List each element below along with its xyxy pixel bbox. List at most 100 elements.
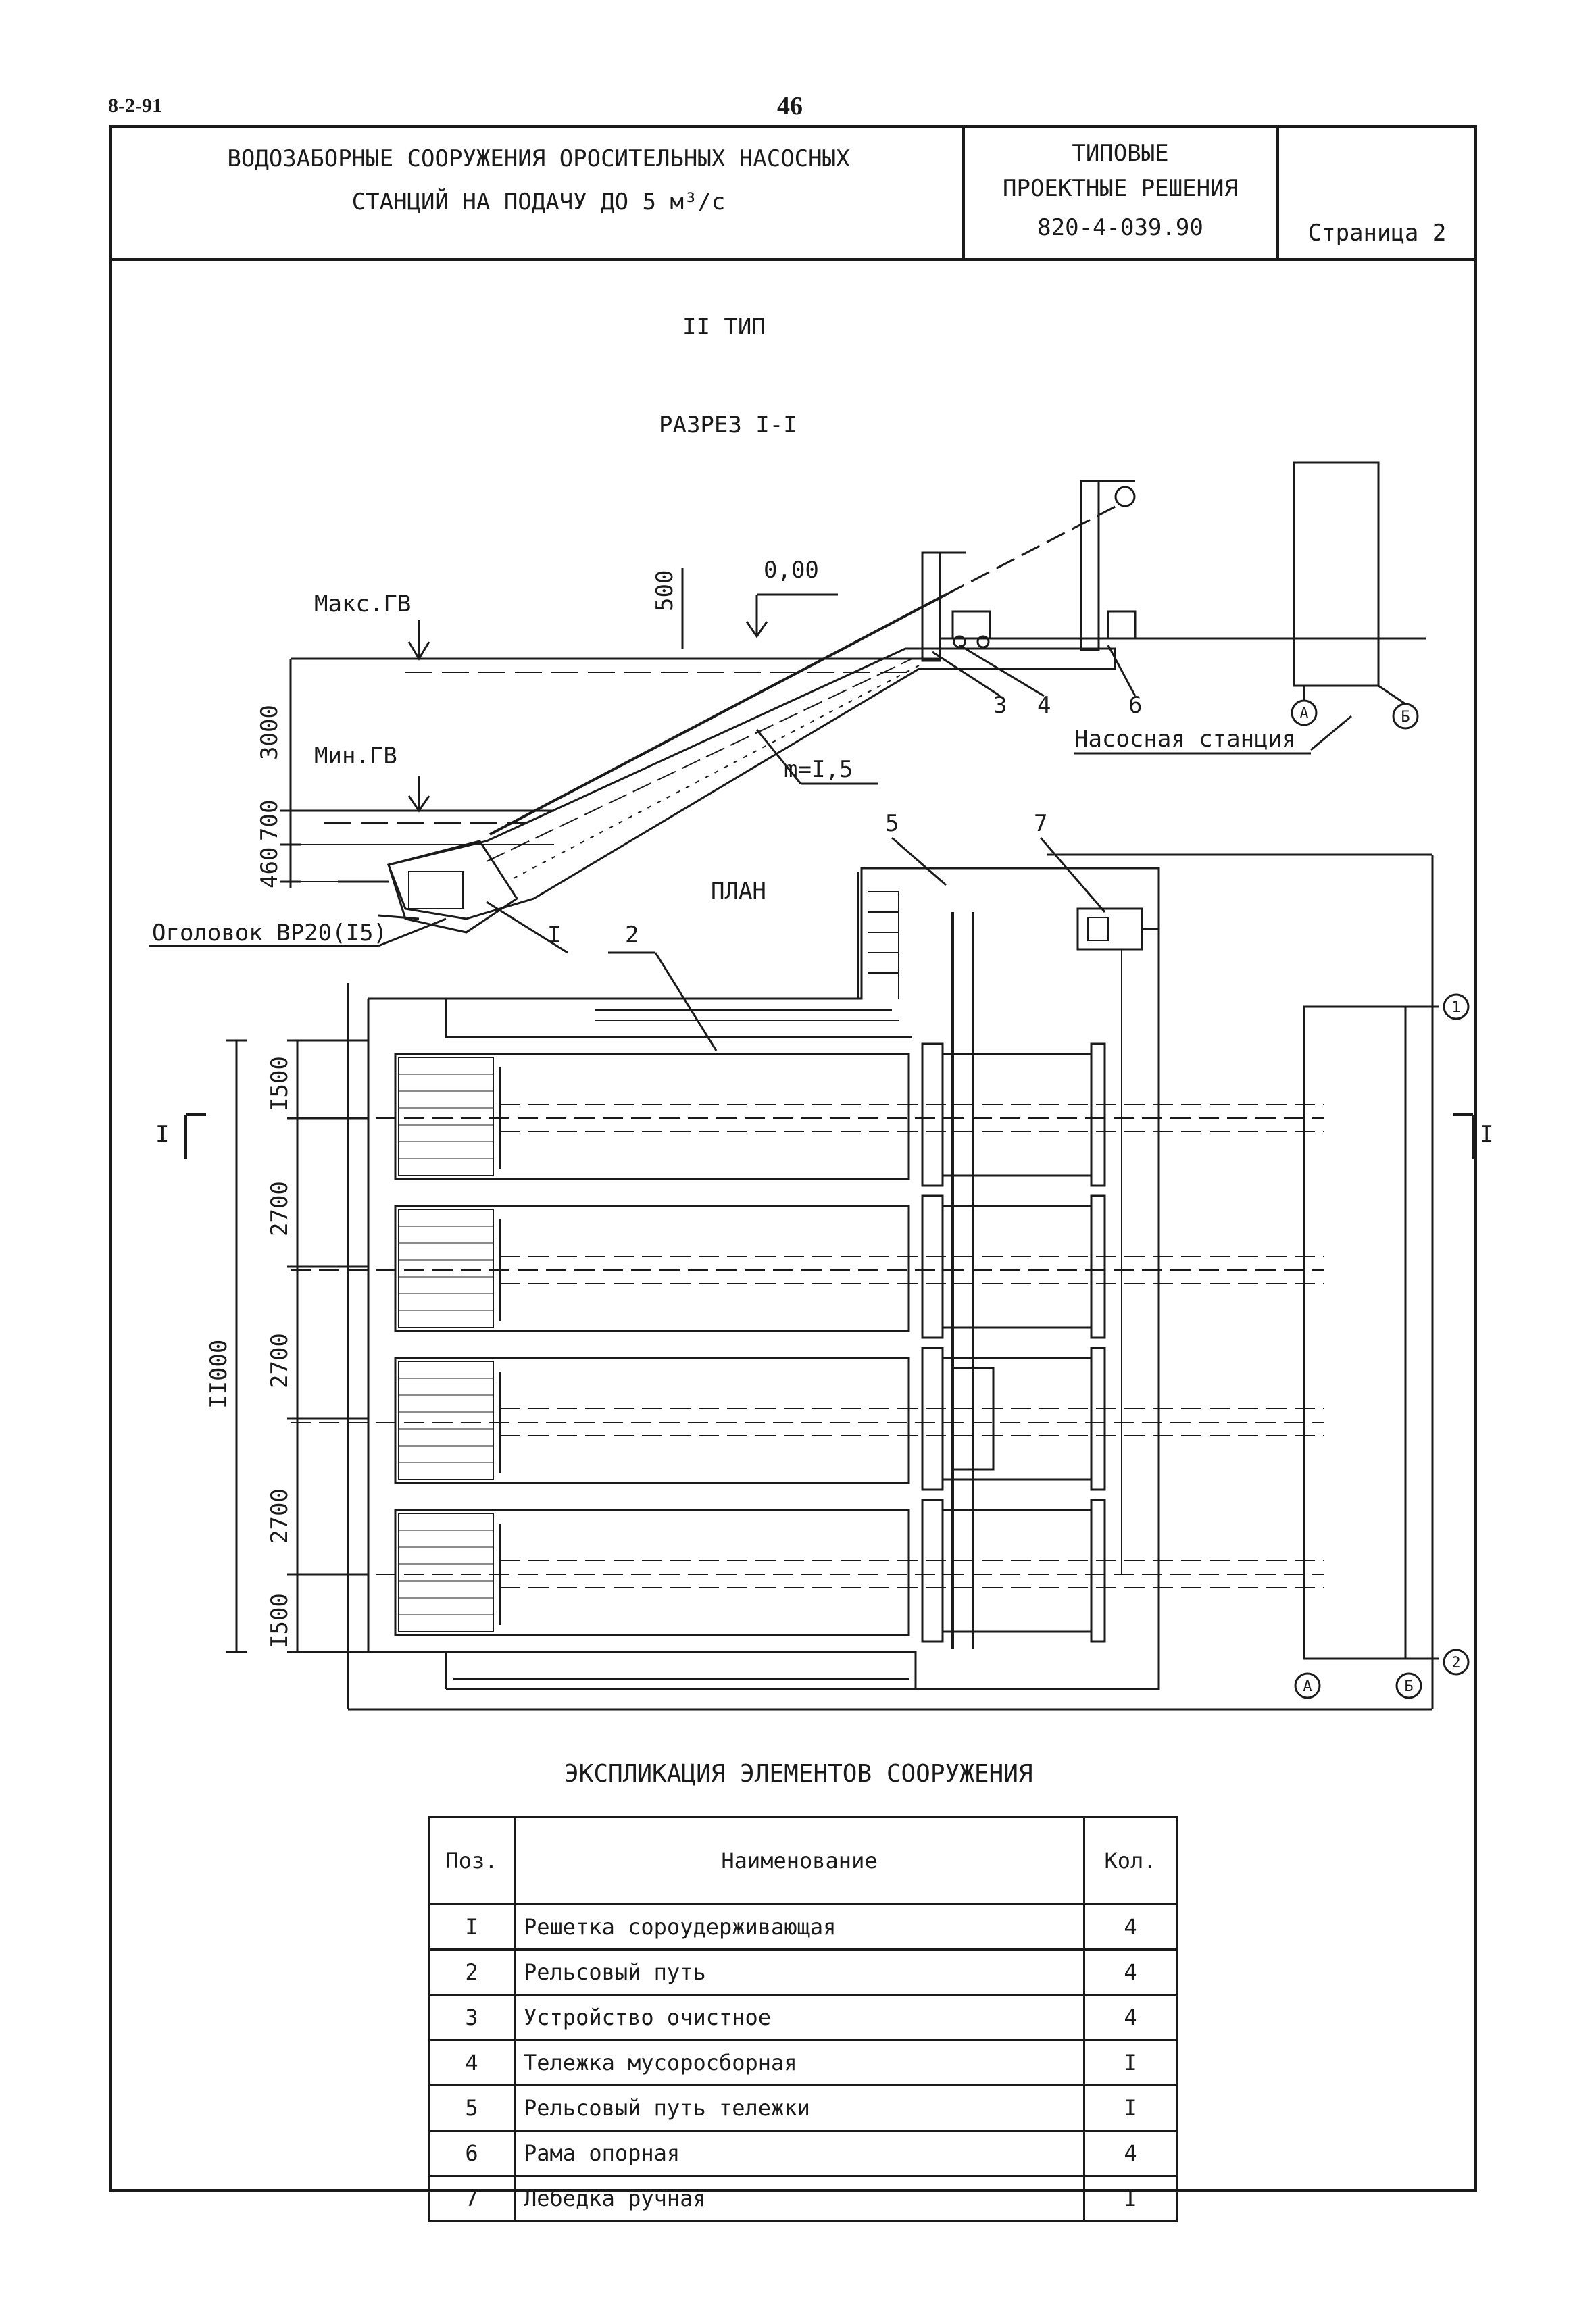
table-row: 3 Устройство очистное 4 bbox=[428, 1994, 1178, 2041]
plan-label: ПЛАН bbox=[711, 878, 766, 905]
dim-1500-bottom-label: I500 bbox=[266, 1593, 293, 1649]
dim-1500-top-label: I500 bbox=[266, 1056, 293, 1111]
spec-pos: 7 bbox=[428, 2175, 516, 2222]
dim-3000-label: 3000 bbox=[256, 705, 283, 760]
pump-station-label: Насосная станция bbox=[1074, 726, 1296, 753]
zero-mark-label: 0,00 bbox=[764, 557, 819, 584]
spec-qty: 4 bbox=[1083, 1994, 1178, 2041]
axis-circle-b-plan bbox=[1395, 1672, 1422, 1699]
table-row: 2 Рельсовый путь 4 bbox=[428, 1948, 1178, 1996]
spec-pos: 5 bbox=[428, 2084, 516, 2132]
spec-qty: I bbox=[1083, 2039, 1178, 2086]
dim-2700-c-label: 2700 bbox=[266, 1488, 293, 1544]
spec-name: Лебедка ручная bbox=[514, 2175, 1085, 2222]
trolley-icon bbox=[951, 610, 991, 640]
axis-1-label: 1 bbox=[1451, 999, 1460, 1016]
spec-name: Рельсовый путь тележки bbox=[514, 2084, 1085, 2132]
support-frame-6 bbox=[1080, 480, 1100, 651]
axis-circle-a-plan bbox=[1294, 1672, 1321, 1699]
table-row: 7 Лебедка ручная I bbox=[428, 2175, 1178, 2222]
pump-station-plan bbox=[1303, 1005, 1407, 1660]
spec-caption: ЭКСПЛИКАЦИЯ ЭЛЕМЕНТОВ СООРУЖЕНИЯ bbox=[564, 1760, 1033, 1788]
spec-name: Тележка мусоросборная bbox=[514, 2039, 1085, 2086]
intake-head-label: Оголовок ВР20(I5) bbox=[152, 920, 387, 947]
axis-b-plan-label: Б bbox=[1404, 1678, 1413, 1695]
spec-pos: 3 bbox=[428, 1994, 516, 2041]
standard-line-1: ТИПОВЫЕ bbox=[1072, 140, 1169, 167]
title-block: ВОДОЗАБОРНЫЕ СООРУЖЕНИЯ ОРОСИТЕЛЬНЫХ НАС… bbox=[109, 125, 1477, 260]
spec-qty: I bbox=[1083, 2084, 1178, 2132]
dim-500-label: 500 bbox=[651, 570, 678, 611]
callout-1: I bbox=[547, 922, 561, 949]
spec-qty: 4 bbox=[1083, 2130, 1178, 2177]
cable-line bbox=[945, 502, 1122, 596]
dim-700-label: 700 bbox=[256, 800, 283, 841]
spec-pos: 4 bbox=[428, 2039, 516, 2086]
table-row: 6 Рама опорная 4 bbox=[428, 2130, 1178, 2177]
document-code: 8-2-91 bbox=[108, 95, 162, 117]
spec-qty: 4 bbox=[1083, 1948, 1178, 1996]
pulley-icon bbox=[1114, 486, 1136, 507]
type-label: II ТИП bbox=[682, 313, 766, 341]
chamber-1 bbox=[394, 1042, 1106, 1187]
title-line-2: СТАНЦИЙ НА ПОДАЧУ ДО 5 м³/с bbox=[351, 188, 726, 216]
inclined-conduit bbox=[386, 647, 1116, 920]
sheet-label: Страница 2 bbox=[1307, 220, 1447, 247]
spec-qty: 4 bbox=[1083, 1903, 1178, 1951]
spec-name: Рельсовый путь bbox=[514, 1948, 1085, 1996]
spec-header-qty: Кол. bbox=[1083, 1816, 1178, 1905]
axis-2-label: 2 bbox=[1451, 1655, 1460, 1671]
dim-460-label: 460 bbox=[256, 847, 283, 888]
plan-outline bbox=[367, 867, 1160, 1690]
chamber-3 bbox=[394, 1347, 1106, 1491]
slope-rail bbox=[489, 593, 947, 836]
callout-3: 3 bbox=[993, 692, 1007, 719]
spec-header-name: Наименование bbox=[514, 1816, 1085, 1905]
table-row: 4 Тележка мусоросборная I bbox=[428, 2039, 1178, 2086]
max-level-label: Макс.ГВ bbox=[314, 590, 411, 618]
spec-header-row: Поз. Наименование Кол. bbox=[428, 1816, 1178, 1905]
chamber-2 bbox=[394, 1194, 1106, 1339]
pump-station-building bbox=[1293, 461, 1380, 687]
axis-a-plan-label: А bbox=[1303, 1678, 1312, 1695]
page-number: 46 bbox=[777, 92, 803, 120]
callout-2: 2 bbox=[625, 922, 639, 949]
slope-label: m=I,5 bbox=[784, 756, 853, 783]
axis-a-label: А bbox=[1299, 705, 1308, 722]
spec-header-pos: Поз. bbox=[428, 1816, 516, 1905]
winch-base bbox=[1107, 610, 1137, 640]
cut-mark-right: I bbox=[1480, 1121, 1493, 1148]
axis-circle-2 bbox=[1443, 1649, 1470, 1676]
spec-qty: I bbox=[1083, 2175, 1178, 2222]
title-line-1: ВОДОЗАБОРНЫЕ СООРУЖЕНИЯ ОРОСИТЕЛЬНЫХ НАС… bbox=[227, 145, 850, 172]
dim-2700-b-label: 2700 bbox=[266, 1333, 293, 1388]
dim-total-label: II000 bbox=[205, 1340, 232, 1409]
callout-7: 7 bbox=[1034, 810, 1047, 837]
callout-5: 5 bbox=[885, 810, 899, 837]
table-row: 5 Рельсовый путь тележки I bbox=[428, 2084, 1178, 2132]
callout-4: 4 bbox=[1037, 692, 1051, 719]
cut-mark-left: I bbox=[155, 1121, 169, 1148]
chamber-4 bbox=[394, 1499, 1106, 1643]
sheet-cell: Страница 2 bbox=[1279, 128, 1477, 260]
dim-2700-a-label: 2700 bbox=[266, 1181, 293, 1236]
intake-head bbox=[387, 840, 519, 934]
table-row: I Решетка сороудерживающая 4 bbox=[428, 1903, 1178, 1951]
spec-pos: 6 bbox=[428, 2130, 516, 2177]
standard-cell: ТИПОВЫЕ ПРОЕКТНЫЕ РЕШЕНИЯ 820-4-039.90 bbox=[965, 128, 1279, 260]
title-cell: ВОДОЗАБОРНЫЕ СООРУЖЕНИЯ ОРОСИТЕЛЬНЫХ НАС… bbox=[112, 128, 965, 260]
spec-table: Поз. Наименование Кол. I Решетка сороуде… bbox=[428, 1816, 1178, 2222]
spec-pos: I bbox=[428, 1903, 516, 1951]
axis-circle-1 bbox=[1443, 993, 1470, 1020]
min-level-label: Мин.ГВ bbox=[314, 743, 397, 770]
standard-line-2: ПРОЕКТНЫЕ РЕШЕНИЯ bbox=[1003, 175, 1238, 202]
standard-code: 820-4-039.90 bbox=[1037, 214, 1203, 241]
spec-name: Устройство очистное bbox=[514, 1994, 1085, 2041]
spec-pos: 2 bbox=[428, 1948, 516, 1996]
spec-name: Решетка сороудерживающая bbox=[514, 1903, 1085, 1951]
axis-b-label: Б bbox=[1401, 709, 1410, 726]
spec-name: Рама опорная bbox=[514, 2130, 1085, 2177]
section-label: РАЗРЕЗ I-I bbox=[659, 411, 797, 438]
callout-6: 6 bbox=[1128, 692, 1142, 719]
